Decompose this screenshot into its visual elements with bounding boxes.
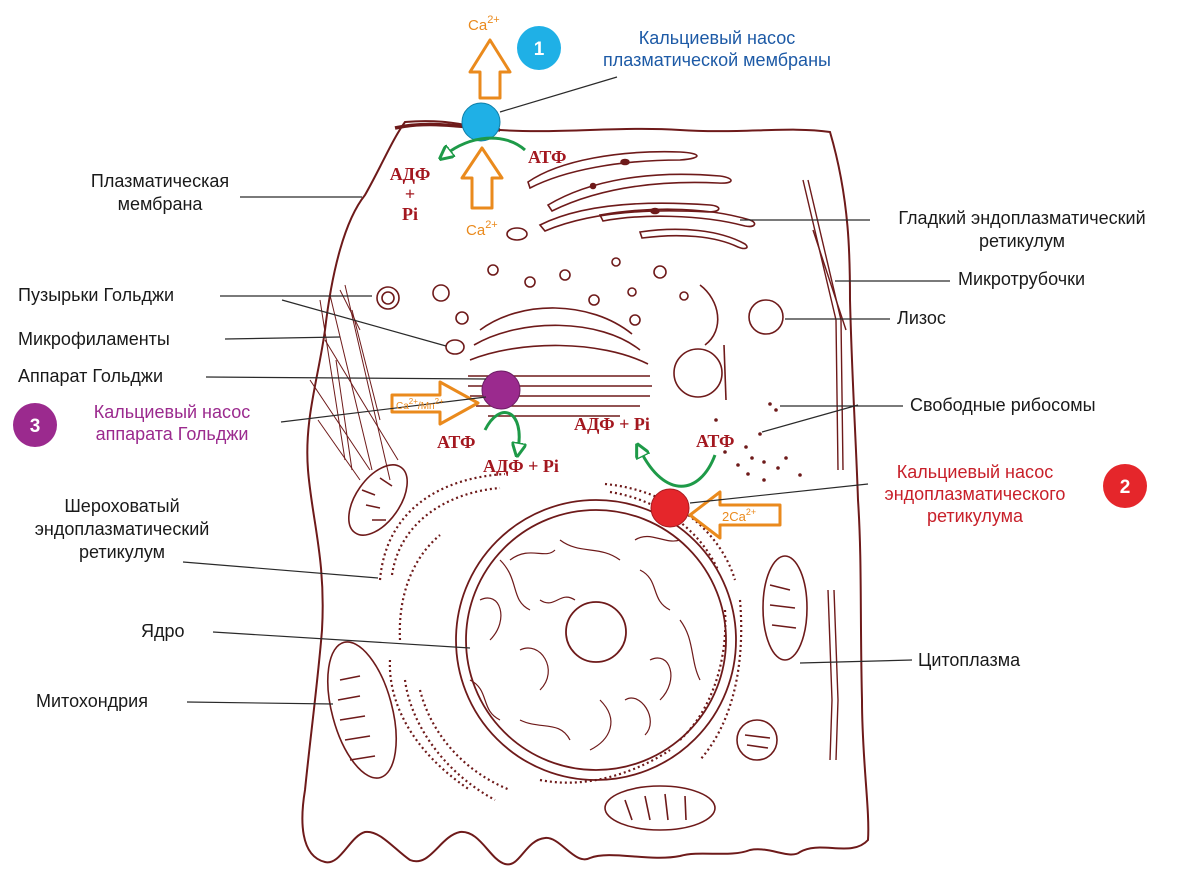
label-lysosome: Лизос <box>897 308 946 328</box>
plus-label-1: + <box>405 184 415 204</box>
label-microfilaments: Микрофиламенты <box>18 329 170 349</box>
label-smooth-er-line-2: ретикулум <box>979 231 1065 251</box>
mitochondrion-upper-left <box>337 455 419 546</box>
label-plasma-membrane-line-1: Плазматическая <box>91 171 229 191</box>
pump-2-name-line-1: Кальциевый насос <box>897 462 1053 482</box>
ca-label-inside: Ca2+ <box>466 219 498 239</box>
microfilaments <box>310 285 398 480</box>
label-smooth-er-line-1: Гладкий эндоплазматический <box>898 208 1145 228</box>
pump-3-name-line-1: Кальциевый насос <box>94 402 250 422</box>
mitochondrion-right <box>763 556 807 660</box>
pump-1-name-line-2: плазматической мембраны <box>603 50 831 70</box>
pump-2-name-line-2: эндоплазматического <box>885 484 1066 504</box>
label-golgi-apparatus: Аппарат Гольджи <box>18 366 163 386</box>
rough-er <box>380 474 741 800</box>
label-rough-er-line-2: эндоплазматический <box>35 519 210 539</box>
pump-3-number: 3 <box>30 416 41 437</box>
pump-1-circle <box>462 103 500 141</box>
label-microtubules: Микротрубочки <box>958 269 1085 289</box>
label-free-ribosomes: Свободные рибосомы <box>910 395 1096 415</box>
pump-1-number: 1 <box>534 39 545 60</box>
mitochondrion-lower-left <box>315 635 409 786</box>
microtubules <box>803 180 846 760</box>
golgi-vesicles <box>377 258 718 354</box>
label-golgi-vesicles: Пузырьки Гольджи <box>18 285 174 305</box>
atp-hydrolysis-arrow-3 <box>485 413 519 450</box>
label-plasma-membrane-line-2: мембрана <box>118 194 204 214</box>
label-rough-er-line-1: Шероховатый <box>64 496 179 516</box>
label-mitochondrion: Митохондрия <box>36 691 148 711</box>
ca-label-outside: Ca2+ <box>468 14 500 34</box>
vacuole <box>674 345 726 400</box>
adp-label-1: АДФ <box>390 164 431 184</box>
atp-label-2: АТФ <box>696 431 735 451</box>
atp-label-3: АТФ <box>437 432 476 452</box>
pump-2-circle <box>651 489 689 527</box>
label-cytoplasm: Цитоплазма <box>918 650 1021 670</box>
label-nucleus: Ядро <box>141 621 185 641</box>
mitochondrion-bottom <box>605 786 715 830</box>
lysosome <box>749 300 783 334</box>
mitochondrion-round <box>737 720 777 760</box>
ca-efflux-arrow-up <box>470 40 510 98</box>
nucleus <box>456 500 736 780</box>
ca-influx-arrow-up <box>462 148 502 208</box>
adp-pi-label-3: АДФ + Pi <box>483 456 559 476</box>
label-rough-er-line-3: ретикулум <box>79 542 165 562</box>
pump-2-number: 2 <box>1120 477 1131 498</box>
atp-label-1: АТФ <box>528 147 567 167</box>
pump-2-name-line-3: ретикулума <box>927 506 1024 526</box>
pump-2-group <box>640 450 868 538</box>
adp-pi-label-2: АДФ + Pi <box>574 414 650 434</box>
pi-label-1: Pi <box>402 204 418 224</box>
pump-1-name-line-1: Кальциевый насос <box>639 28 795 48</box>
atp-hydrolysis-arrow-2 <box>640 450 715 486</box>
pump-3-circle <box>482 371 520 409</box>
pump-3-name-line-2: аппарата Гольджи <box>96 424 249 444</box>
